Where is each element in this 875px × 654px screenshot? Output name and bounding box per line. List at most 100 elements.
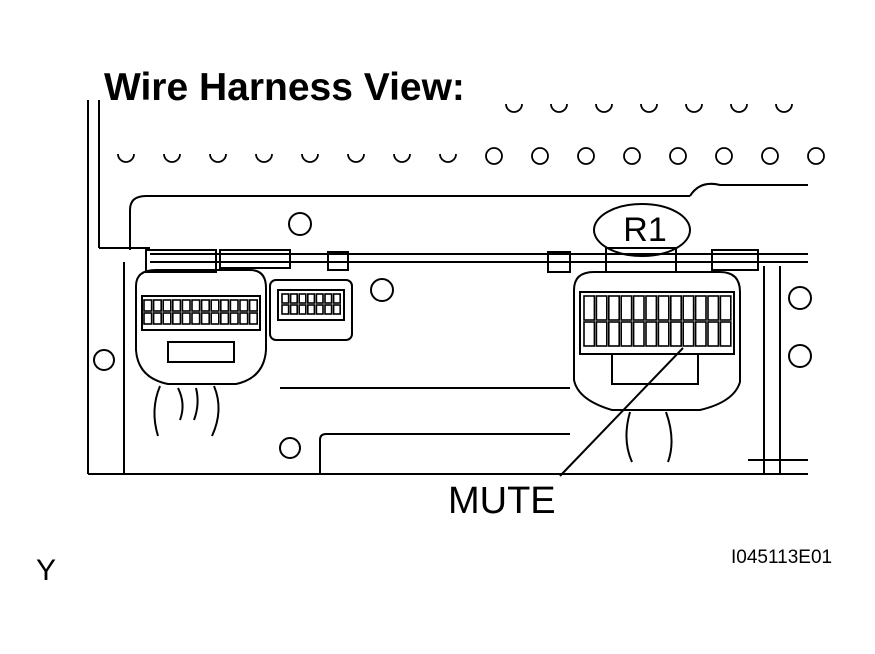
vent-hole (623, 147, 641, 165)
middle-connector-terminal (289, 293, 299, 304)
left-connector-terminal (248, 299, 259, 312)
terminal-label-mute: MUTE (448, 480, 556, 522)
r1-connector-terminal (583, 295, 596, 321)
r1-connector-terminal (632, 321, 645, 347)
figure-id: I045113E01 (731, 547, 833, 568)
r1-connector-terminal (669, 321, 682, 347)
left-connector-terminal (172, 299, 182, 312)
r1-connector-terminal (595, 295, 608, 321)
r1-connector-terminal (620, 295, 633, 321)
left-connector-terminal (143, 312, 153, 325)
middle-connector-terminal (306, 293, 316, 304)
left-connector-terminal (248, 312, 259, 325)
r1-connector-terminal (707, 295, 720, 321)
middle-connector-terminal (298, 304, 307, 315)
left-connector-terminal (239, 312, 249, 325)
left-connector-terminal (220, 299, 230, 312)
left-connector-terminal (162, 312, 172, 325)
r1-connector-terminal (657, 295, 670, 321)
left-connector-terminal (200, 299, 211, 312)
r1-connector-terminal (620, 321, 633, 347)
vent-hole (485, 147, 503, 165)
left-connector-terminal (152, 299, 163, 312)
vent-hole (550, 103, 568, 113)
left-connector-terminal (181, 312, 191, 325)
middle-connector-terminal (324, 304, 333, 315)
left-connector-terminal (220, 312, 230, 325)
left-connector (135, 269, 267, 437)
mounting-holes (93, 212, 812, 459)
middle-connector-terminal (315, 304, 324, 315)
r1-connector-terminal (707, 321, 720, 347)
r1-connector-terminal (682, 321, 695, 347)
left-connector-terminal (191, 299, 201, 312)
r1-connector-terminal (607, 295, 620, 321)
r1-connector-terminal (645, 295, 658, 321)
vent-hole (807, 147, 825, 165)
r1-callout-ellipse (593, 203, 691, 257)
r1-connector-terminal (694, 321, 707, 347)
r1-connector (573, 271, 741, 463)
r1-connector-terminal (657, 321, 670, 347)
vent-hole (531, 147, 549, 165)
r1-connector-terminal (669, 295, 682, 321)
middle-connector-terminal (306, 304, 316, 315)
vent-hole (640, 103, 658, 113)
view-title: Wire Harness View: (104, 66, 465, 109)
middle-connector-terminal (281, 293, 290, 304)
middle-connector-terminal (324, 293, 333, 304)
vent-hole (761, 147, 779, 165)
left-connector-terminal (210, 312, 220, 325)
rear-plate (123, 182, 808, 474)
r1-connector-terminal (595, 321, 608, 347)
vent-hole (730, 103, 748, 113)
connector-label-r1: R1 (623, 211, 667, 249)
left-connector-terminal (143, 299, 153, 312)
middle-connector-terminal (315, 293, 324, 304)
middle-connector-terminal (332, 304, 342, 315)
r1-connector-terminal (682, 295, 695, 321)
vent-hole (685, 103, 703, 113)
vent-hole (439, 153, 457, 163)
left-connector-terminal (229, 299, 239, 312)
r1-connector-terminal (719, 321, 732, 347)
corner-letter: Y (36, 554, 57, 587)
vent-hole (577, 147, 595, 165)
left-connector-terminal (162, 299, 172, 312)
vent-hole (347, 153, 365, 163)
vent-hole (393, 153, 411, 163)
vent-hole (301, 153, 319, 163)
left-connector-terminal (210, 299, 220, 312)
middle-connector-terminal (289, 304, 299, 315)
r1-connector-terminal (632, 295, 645, 321)
middle-connector-terminal (281, 304, 290, 315)
left-connector-terminal (239, 299, 249, 312)
r1-connector-terminal (645, 321, 658, 347)
r1-connector-terminal (583, 321, 596, 347)
vent-hole (715, 147, 733, 165)
left-connector-terminal (229, 312, 239, 325)
vent-hole (163, 153, 181, 163)
vent-hole (255, 153, 273, 163)
right-bracket (748, 266, 808, 474)
r1-connector-terminal (607, 321, 620, 347)
r1-connector-terminal (719, 295, 732, 321)
left-connector-terminal (191, 312, 201, 325)
left-connector-terminal (172, 312, 182, 325)
middle-connector-terminal (332, 293, 342, 304)
left-connector-terminal (152, 312, 163, 325)
vent-hole (209, 153, 227, 163)
left-connector-terminal (181, 299, 191, 312)
vent-hole (505, 103, 523, 113)
panel-frame (87, 100, 808, 475)
middle-connector (269, 279, 353, 341)
mute-leader-line (559, 347, 684, 477)
r1-connector-terminal (694, 295, 707, 321)
vent-hole (775, 103, 793, 113)
middle-connector-terminal (298, 293, 307, 304)
vent-hole (117, 153, 135, 163)
left-connector-terminal (200, 312, 211, 325)
vent-hole (669, 147, 687, 165)
